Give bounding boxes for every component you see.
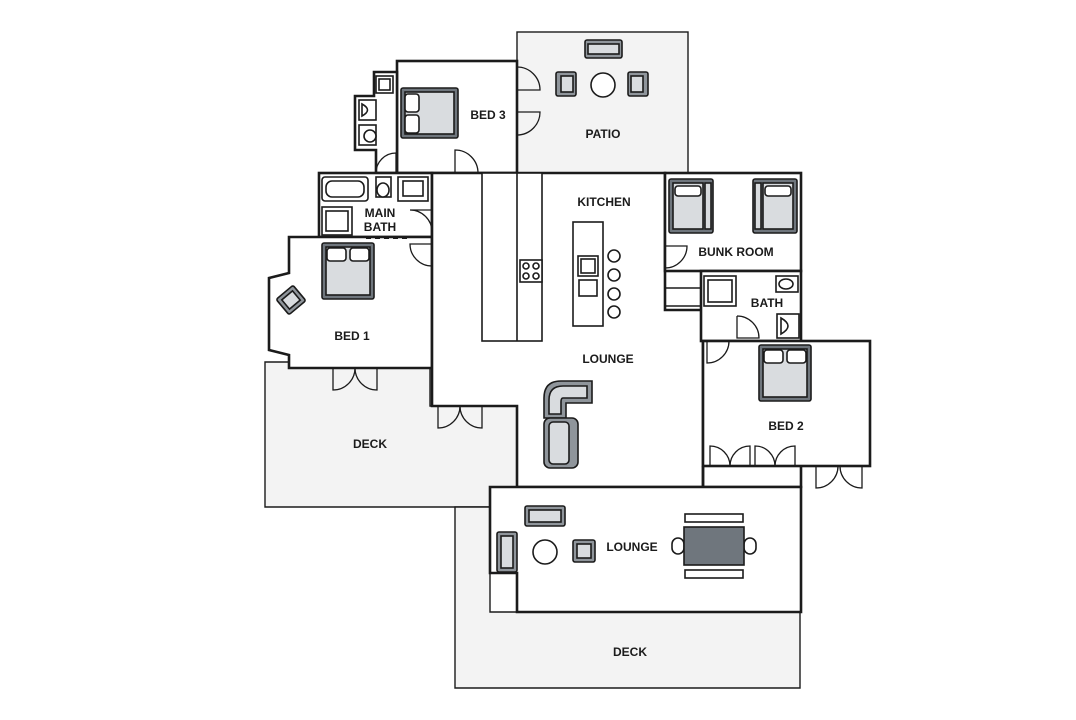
- ensuite-fixtures: [358, 75, 394, 146]
- label-bed2: BED 2: [768, 419, 804, 433]
- bed2-lower-wall: [701, 466, 803, 489]
- label-patio: PATIO: [586, 127, 621, 141]
- kitchen-island: [572, 221, 621, 327]
- door-swings: [332, 66, 863, 489]
- label-bed1: BED 1: [334, 329, 370, 343]
- label-bed3: BED 3: [470, 108, 506, 122]
- label-bunk-room: BUNK ROOM: [698, 245, 773, 259]
- main-bath-fixtures: [321, 176, 429, 236]
- lounge-sofa-icon: [543, 380, 593, 469]
- kitchen-counters: [481, 172, 543, 342]
- bath-fixtures: [703, 275, 800, 339]
- bunk-closet: [665, 287, 701, 307]
- bed3-bed-icon: [400, 87, 459, 139]
- dining-table-icon: [671, 513, 757, 579]
- label-bath: BATH: [751, 296, 783, 310]
- lower-lounge-furniture: [496, 505, 596, 573]
- label-main-bath-line1: MAIN: [365, 206, 396, 220]
- bed1-armchair-icon: [276, 285, 306, 315]
- label-main-bath-line2: BATH: [364, 220, 396, 234]
- label-kitchen: KITCHEN: [577, 195, 630, 209]
- bed2-bed-icon: [758, 344, 812, 402]
- bed1-bed-icon: [321, 242, 375, 300]
- bunk-bed-1-icon: [668, 178, 714, 234]
- label-deck-left: DECK: [353, 437, 387, 451]
- bunk-bed-2-icon: [752, 178, 798, 234]
- patio-furniture: [555, 39, 649, 98]
- bed3-ensuite: [353, 70, 399, 175]
- label-lounge-main: LOUNGE: [582, 352, 633, 366]
- label-lounge-lower: LOUNGE: [606, 540, 657, 554]
- label-deck-bottom: DECK: [613, 645, 647, 659]
